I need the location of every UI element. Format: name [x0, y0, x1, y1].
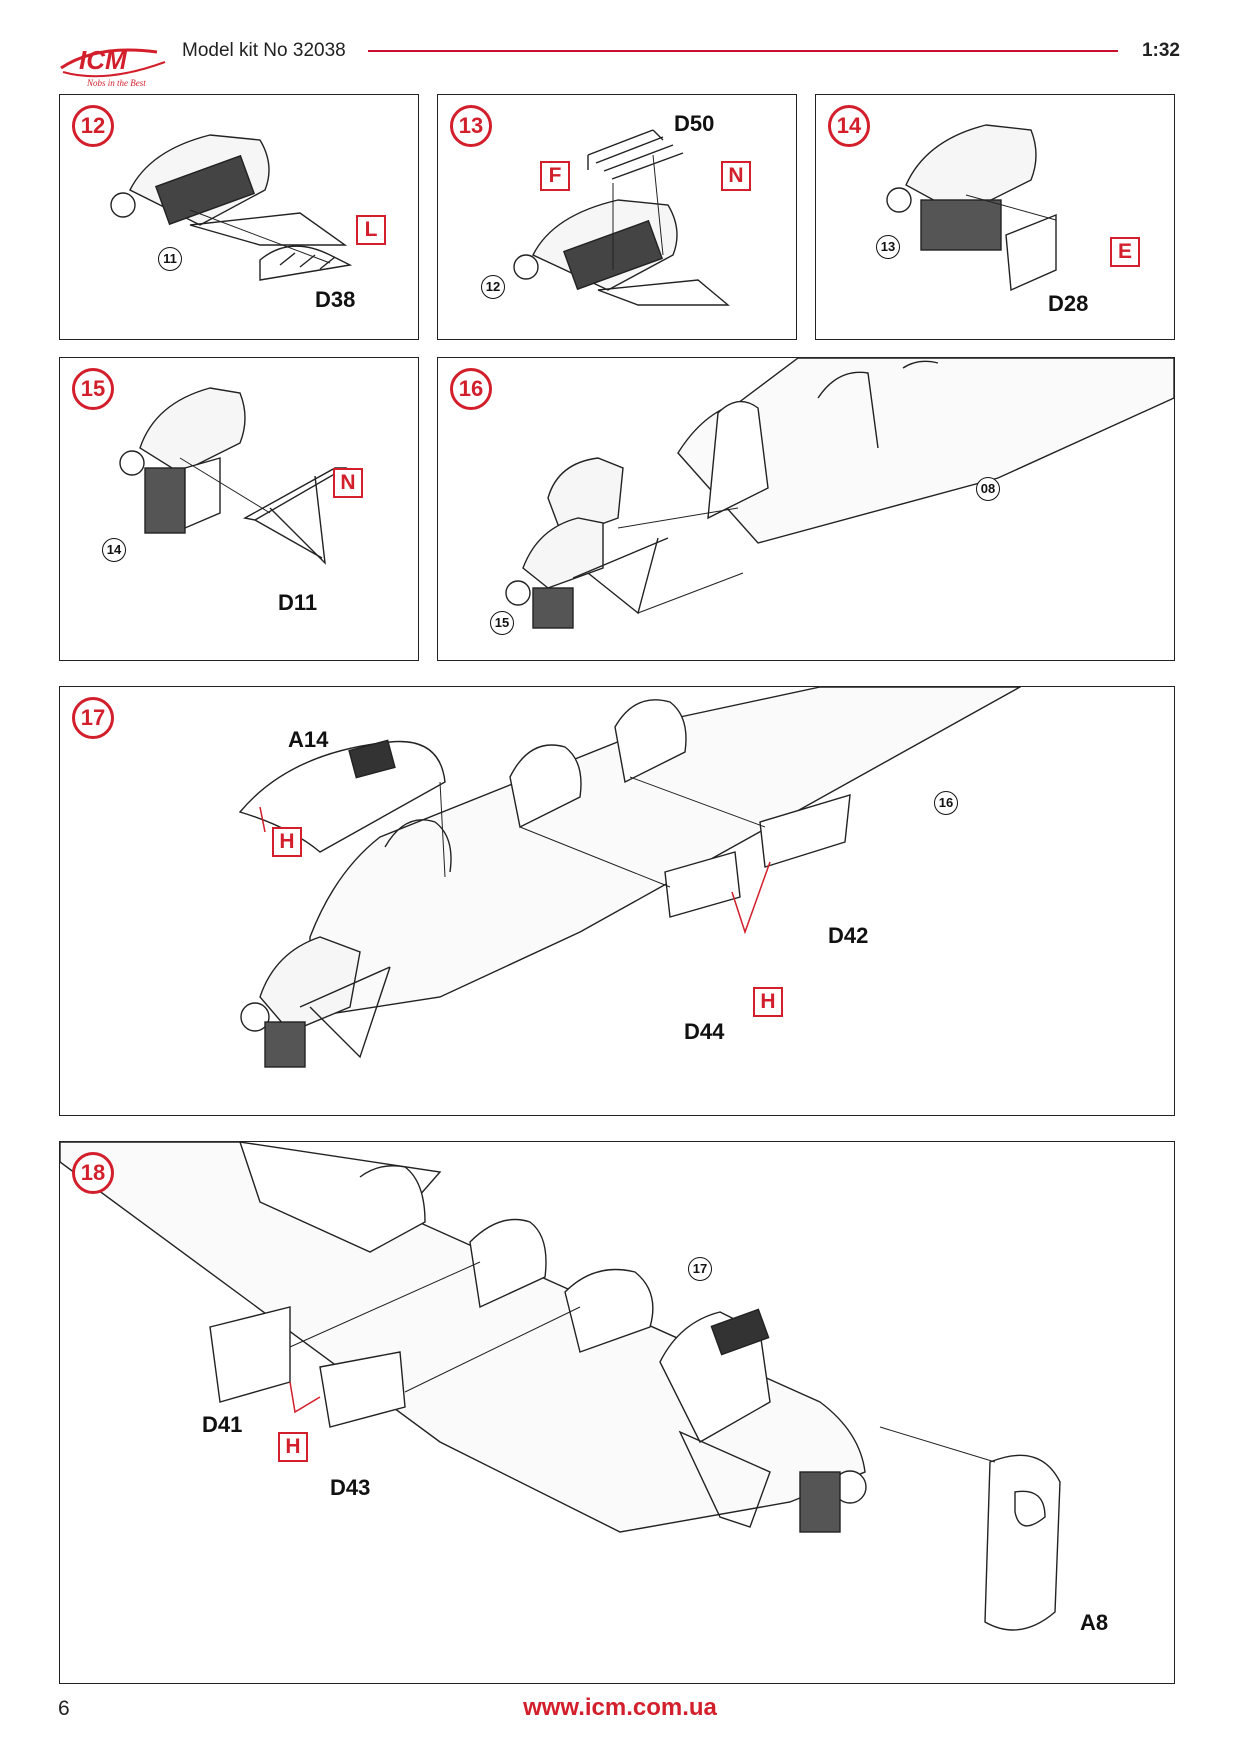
step-13-ref: 12 — [481, 275, 505, 299]
step-15-panel: 15 N 14 D11 — [59, 357, 419, 661]
step-17-part-d44: D44 — [684, 1019, 725, 1044]
page-number: 6 — [58, 1697, 70, 1720]
step-13-part-label: D50 — [674, 111, 715, 136]
step-12-part-label: D38 — [315, 287, 356, 312]
step-12-number: 12 — [72, 105, 114, 147]
step-12-ref: 11 — [158, 247, 182, 271]
step-18-part-a8: A8 — [1080, 1610, 1109, 1635]
step-17-number: 17 — [72, 697, 114, 739]
step-17-part-a14: A14 — [288, 727, 329, 752]
step-15-ref: 14 — [102, 538, 126, 562]
svg-text:ICM: ICM — [79, 45, 128, 75]
svg-text:Nobs in the Best: Nobs in the Best — [86, 78, 146, 88]
step-16-illustration — [505, 358, 1174, 629]
step-12-part-flag: L — [356, 215, 386, 245]
step-16-panel: 16 08 15 — [437, 357, 1175, 661]
step-17-illustration — [238, 687, 1022, 1068]
step-17-flag-panels: H — [753, 987, 783, 1017]
step-12-illustration — [110, 134, 353, 281]
step-18-illustration — [60, 1142, 1061, 1631]
step-16-ref-15: 15 — [490, 611, 514, 635]
header-divider — [368, 50, 1118, 52]
step-13-number: 13 — [450, 105, 492, 147]
step-15-part-label: D11 — [278, 590, 318, 615]
step-14-illustration — [886, 124, 1057, 292]
scale-label: 1:32 — [1141, 40, 1180, 61]
step-15-illustration — [119, 387, 348, 565]
step-16-ref-08: 08 — [976, 477, 1000, 501]
step-13-panel: 13 D50 F N 12 — [437, 94, 797, 340]
step-15-part-flag: N — [333, 468, 363, 498]
step-13-flag-n: N — [721, 161, 751, 191]
step-18-part-d41: D41 — [202, 1412, 243, 1437]
icm-logo: ICM Nobs in the Best — [57, 38, 172, 90]
step-14-part-flag: E — [1110, 237, 1140, 267]
step-17-part-d42: D42 — [828, 923, 869, 948]
step-14-part-label: D28 — [1048, 291, 1089, 316]
step-13-flag-f: F — [540, 161, 570, 191]
step-17-flag-canopy: H — [272, 827, 302, 857]
step-14-number: 14 — [828, 105, 870, 147]
step-18-ref: 17 — [688, 1257, 712, 1281]
step-13-illustration — [513, 129, 730, 306]
step-15-number: 15 — [72, 368, 114, 410]
step-14-ref: 13 — [876, 235, 900, 259]
step-12-panel: 12 L 11 D38 — [59, 94, 419, 340]
step-14-panel: 14 13 E D28 — [815, 94, 1175, 340]
kit-title: Model kit No 32038 — [182, 40, 346, 61]
step-16-number: 16 — [450, 368, 492, 410]
website-link[interactable]: www.icm.com.ua — [523, 1694, 717, 1721]
step-18-number: 18 — [72, 1152, 114, 1194]
step-18-part-d43: D43 — [330, 1475, 371, 1500]
step-17-panel: 17 A14 — [59, 686, 1175, 1116]
step-18-flag-panels: H — [278, 1432, 308, 1462]
step-17-ref: 16 — [934, 791, 958, 815]
step-18-panel: 18 17 — [59, 1141, 1175, 1684]
